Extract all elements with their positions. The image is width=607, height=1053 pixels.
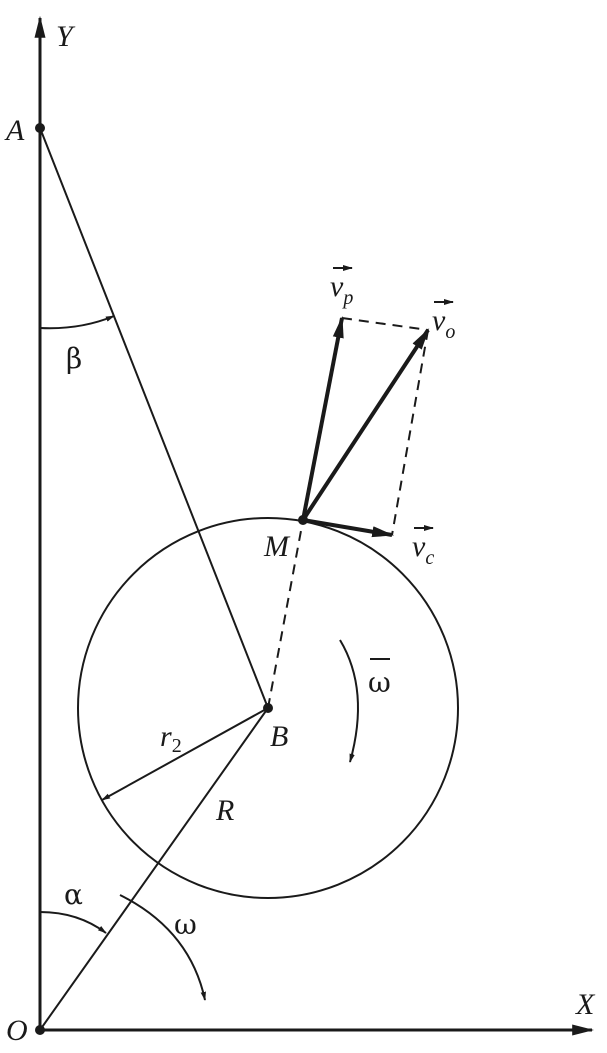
label-alpha: α	[64, 878, 83, 911]
point-a	[35, 123, 45, 133]
label-omega: ω	[174, 908, 197, 941]
rod-ab	[39, 127, 269, 709]
label-velocity-p: vp	[330, 270, 353, 309]
parallelogram-right	[391, 329, 429, 536]
label-point-m: M	[263, 530, 291, 563]
label-point-a: A	[4, 114, 25, 147]
disk	[77, 517, 459, 899]
label-radius-r: R	[215, 794, 234, 827]
label-point-b: B	[270, 720, 288, 753]
label-velocity-c: vc	[412, 530, 434, 569]
point-b	[263, 703, 273, 713]
radius-r2-arrow	[101, 707, 269, 801]
beta-arc	[39, 315, 115, 330]
velocity-o-vector	[301, 328, 430, 522]
label-origin: O	[6, 1014, 28, 1047]
label-radius-r2: r2	[160, 720, 182, 757]
rod-ob	[39, 707, 269, 1031]
label-beta: β	[66, 342, 82, 375]
omega-bar-arc	[339, 639, 359, 763]
velocity-c-vector	[302, 518, 395, 538]
point-o	[35, 1025, 45, 1035]
label-y-axis: Y	[56, 20, 76, 53]
point-m	[298, 515, 308, 525]
omega-arc	[119, 894, 206, 1001]
label-omega-bar: ω	[368, 666, 391, 699]
parallelogram-top	[341, 317, 429, 331]
label-velocity-o: vo	[432, 304, 455, 343]
radius-bm-dashed	[267, 519, 304, 709]
label-x-axis: X	[575, 988, 596, 1021]
velocity-p-vector	[301, 315, 344, 521]
alpha-arc	[39, 911, 107, 934]
